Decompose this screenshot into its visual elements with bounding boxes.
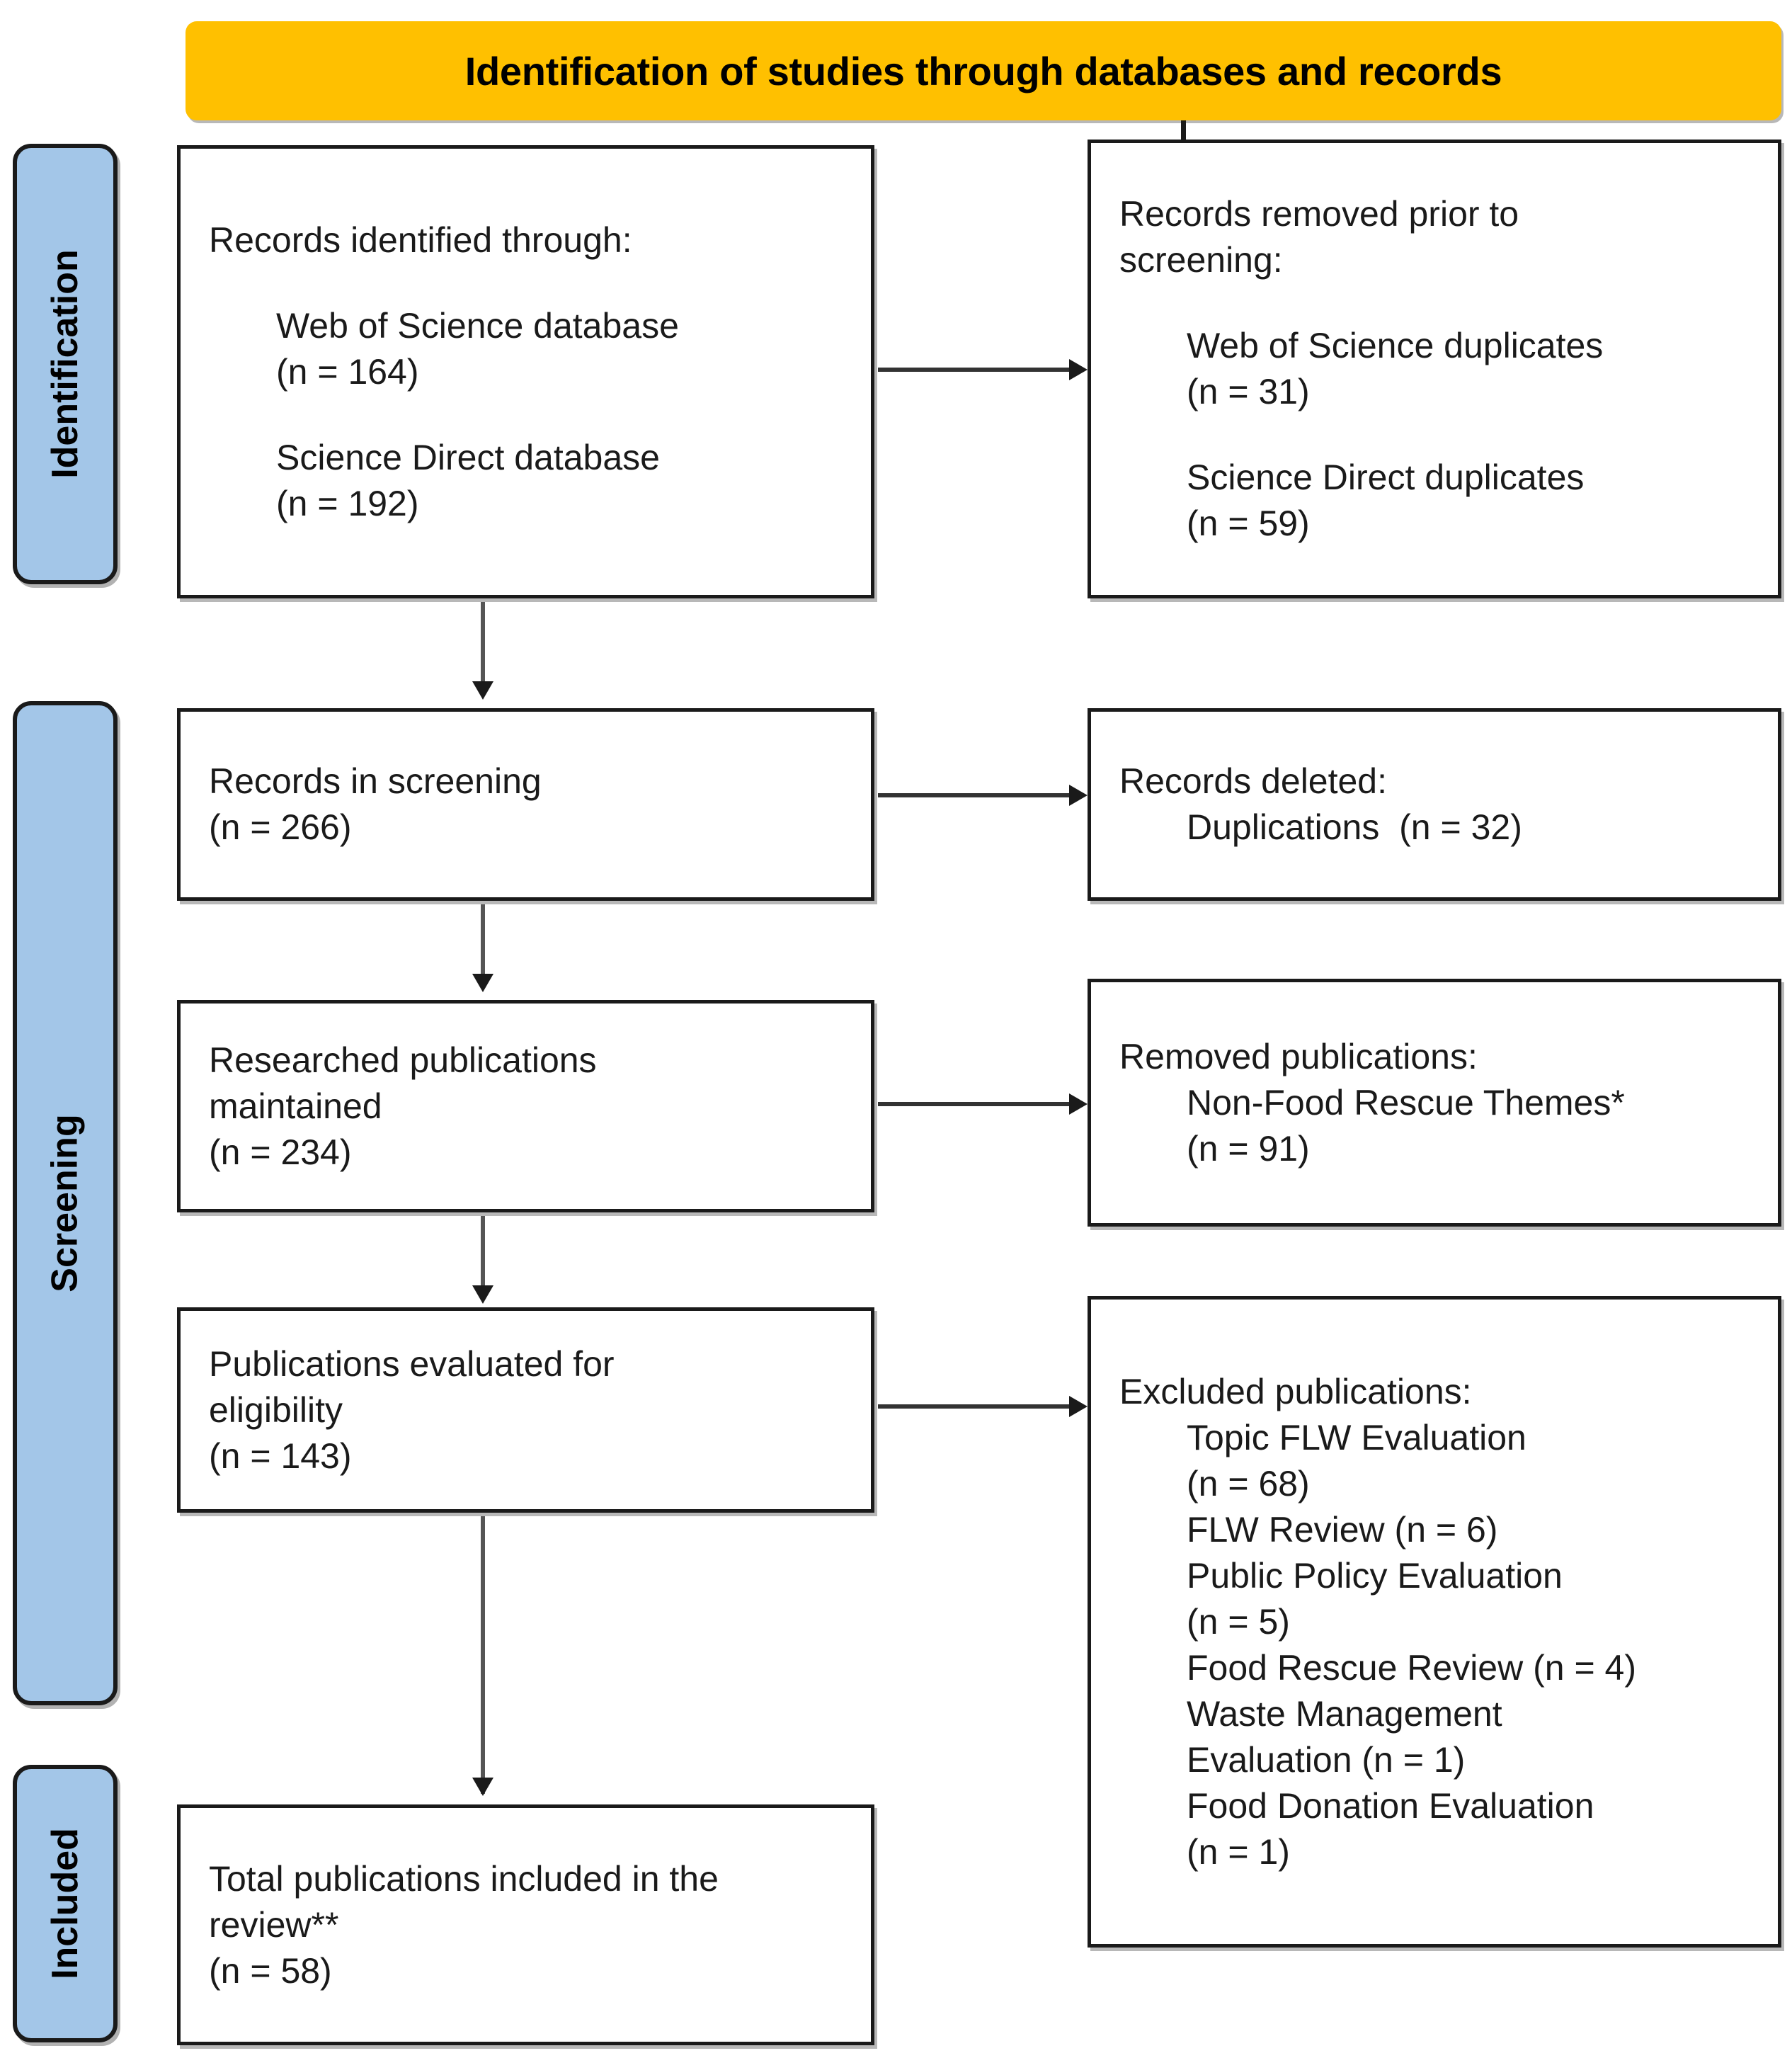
connector-screening-to-maintained-line [481,904,485,975]
records-removed-item-1-label: Science Direct duplicates [1187,457,1585,497]
box-total-included: Total publications included in the revie… [177,1804,874,2045]
records-identified-item-0-count: (n = 164) [276,351,419,392]
excluded-line-3: Public Policy Evaluation [1187,1555,1563,1596]
box-removed-publications: Removed publications: Non-Food Rescue Th… [1088,979,1781,1227]
box-publications-maintained: Researched publications maintained (n = … [177,1000,874,1212]
diagram-banner: Identification of studies through databa… [186,21,1781,120]
connector-identified-to-screening-arrowhead [472,681,493,700]
connector-maintained-to-eligibility-arrowhead [472,1285,493,1304]
connector-maintained-to-removedpub-arrowhead [1069,1093,1088,1115]
excluded-line-0: Topic FLW Evaluation [1187,1417,1526,1457]
excluded-line-6: Waste Management [1187,1693,1502,1734]
connector-maintained-to-eligibility-line [481,1216,485,1287]
removed-publications-item: Non-Food Rescue Themes* [1187,1082,1625,1122]
excluded-line-8: Food Donation Evaluation [1187,1785,1594,1826]
excluded-line-5: Food Rescue Review (n = 4) [1187,1647,1637,1688]
records-identified-item-1-count: (n = 192) [276,483,419,523]
records-deleted-item: Duplications (n = 32) [1187,807,1522,847]
records-identified-item-1-label: Science Direct database [276,437,660,477]
records-removed-heading-line1: Records removed prior to [1119,194,1519,234]
box-records-identified: Records identified through: Web of Scien… [177,145,874,598]
eligibility-count: (n = 143) [209,1436,352,1476]
stage-label-identification: Identification [13,144,118,584]
connector-screening-to-maintained-arrowhead [472,974,493,992]
box-records-deleted: Records deleted: Duplications (n = 32) [1088,708,1781,901]
connector-eligibility-to-total-line [481,1516,485,1794]
records-removed-item-1-count: (n = 59) [1187,504,1310,543]
eligibility-heading-line1: Publications evaluated for [209,1343,615,1384]
excluded-line-2: FLW Review (n = 6) [1187,1509,1498,1550]
records-removed-item-0-count: (n = 31) [1187,372,1310,411]
records-in-screening-count: (n = 266) [209,807,352,847]
connector-identified-to-screening-line [481,602,485,683]
maintained-heading-line1: Researched publications [209,1040,597,1080]
connector-screening-to-deleted-arrowhead [1069,785,1088,806]
maintained-count: (n = 234) [209,1132,352,1172]
connector-banner-to-removed [1181,120,1186,142]
total-included-count: (n = 58) [209,1950,332,1991]
records-identified-heading: Records identified through: [209,220,632,260]
removed-publications-heading: Removed publications: [1119,1036,1478,1076]
stage-label-screening: Screening [13,701,118,1705]
box-publications-eligibility: Publications evaluated for eligibility (… [177,1307,874,1513]
maintained-heading-line2: maintained [209,1086,382,1126]
eligibility-heading-line2: eligibility [209,1389,343,1430]
box-records-removed-prior: Records removed prior to screening: Web … [1088,140,1781,598]
excluded-heading: Excluded publications: [1119,1371,1472,1411]
excluded-line-7: Evaluation (n = 1) [1187,1739,1466,1780]
connector-eligibility-to-excluded-line [878,1404,1071,1409]
total-included-heading-line1: Total publications included in the [209,1858,719,1899]
records-removed-heading-line2: screening: [1119,240,1283,280]
connector-maintained-to-removedpub-line [878,1102,1071,1106]
connector-eligibility-to-excluded-arrowhead [1069,1396,1088,1417]
box-records-in-screening: Records in screening (n = 266) [177,708,874,901]
excluded-line-9: (n = 1) [1187,1831,1290,1872]
excluded-line-1: (n = 68) [1187,1463,1310,1503]
connector-identified-to-removed-line [878,368,1071,372]
stage-label-included: Included [13,1765,118,2042]
box-excluded-publications: Excluded publications: Topic FLW Evaluat… [1088,1296,1781,1948]
connector-identified-to-removed-arrowhead [1069,359,1088,380]
stage-label-included-text: Included [45,1828,86,1979]
stage-label-identification-text: Identification [45,249,86,479]
records-removed-item-0-label: Web of Science duplicates [1187,326,1604,365]
banner-title: Identification of studies through databa… [464,48,1502,93]
connector-screening-to-deleted-line [878,793,1071,797]
connector-eligibility-to-total-arrowhead [472,1778,493,1796]
excluded-line-4: (n = 5) [1187,1601,1290,1642]
records-in-screening-heading: Records in screening [209,761,542,801]
records-identified-item-0-label: Web of Science database [276,305,679,346]
total-included-heading-line2: review** [209,1904,339,1945]
removed-publications-count: (n = 91) [1187,1128,1310,1169]
stage-label-screening-text: Screening [45,1114,86,1292]
records-deleted-heading: Records deleted: [1119,761,1388,801]
